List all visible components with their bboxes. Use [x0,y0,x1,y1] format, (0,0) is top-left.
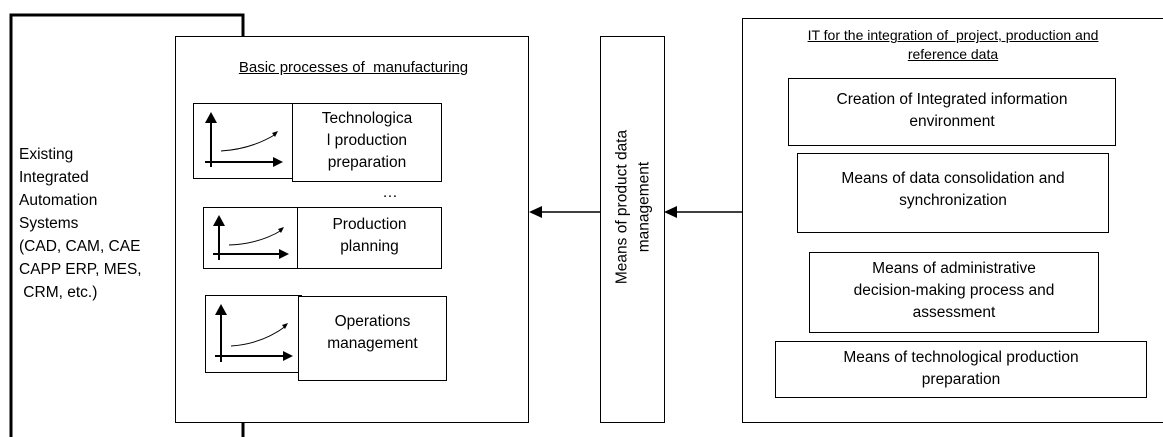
process-label-line: Operations [334,313,411,330]
it-integration-title: IT for the integration of project, produ… [743,26,1163,64]
it-title-line: reference data [907,46,999,62]
growth-chart-icon [213,215,289,260]
it-item-line: Means of data consolidation and [841,170,1065,187]
existing-systems-line: (CAD, CAM, CAE [19,238,141,255]
growth-chart-icon [215,304,293,362]
growth-chart-icon [205,112,283,167]
existing-systems-line: Existing [19,146,74,163]
pdm-label-line: Means of product data [613,129,631,285]
process-label-line: Technologica [321,110,413,127]
it-item-label: Means of technological production prepar… [776,347,1146,391]
process-label-line: planning [340,238,399,255]
pdm-label: Means of product data management [612,15,656,400]
it-item-label: Creation of Integrated information envir… [789,89,1115,133]
it-item-line: preparation [921,371,1001,388]
existing-systems-label: Existing Integrated Automation Systems (… [19,143,169,304]
it-item-label: Means of data consolidation and synchron… [798,168,1108,212]
it-item-box: Creation of Integrated information envir… [788,78,1116,146]
existing-systems-line: Automation [19,192,98,209]
process-box: Operations management [298,296,447,381]
it-title-line: IT for the integration of project, produ… [807,27,1099,43]
manufacturing-title: Basic processes of manufacturing [238,59,469,76]
it-item-box: Means of data consolidation and synchron… [797,153,1109,233]
existing-systems-line: Integrated [19,169,89,186]
pdm-block: Means of product data management [600,36,665,423]
pdm-label-line: management [635,161,653,253]
existing-systems-line: CAPP ERP, MES, [19,261,142,278]
process-icon-box [203,207,299,269]
existing-systems-line: CRM, etc.) [19,284,98,301]
process-label-line: Production [332,216,407,233]
ellipsis-text: … [382,184,398,201]
process-label-line: preparation [327,154,407,171]
arrowhead-pdm-to-manufacturing [529,206,542,218]
it-item-line: assessment [912,304,996,321]
it-item-label: Means of administrative decision-making … [810,258,1098,324]
process-label: Production planning [298,214,441,258]
it-item-line: Creation of Integrated information [836,91,1068,108]
process-label-line: l production [326,132,408,149]
it-item-box: Means of administrative decision-making … [809,252,1099,333]
process-box: Production planning [297,207,442,269]
existing-systems-frame [9,13,245,437]
it-item-line: synchronization [899,192,1007,209]
process-icon-box [193,103,294,179]
it-item-line: environment [909,113,995,130]
process-label: Technologica l production preparation [293,108,441,174]
it-item-line: Means of technological production [843,349,1079,366]
arrowhead-it-to-pdm [664,206,677,218]
process-icon-box [205,295,302,373]
it-item-line: Means of administrative [872,260,1036,277]
it-item-line: decision-making process and [853,282,1055,299]
it-item-box: Means of technological production prepar… [775,341,1147,398]
it-integration-block: IT for the integration of project, produ… [742,18,1163,423]
process-label-line: management [327,335,418,352]
process-box: Technologica l production preparation [292,103,442,182]
existing-systems-line: Systems [19,215,79,232]
process-label: Operations management [299,311,446,355]
